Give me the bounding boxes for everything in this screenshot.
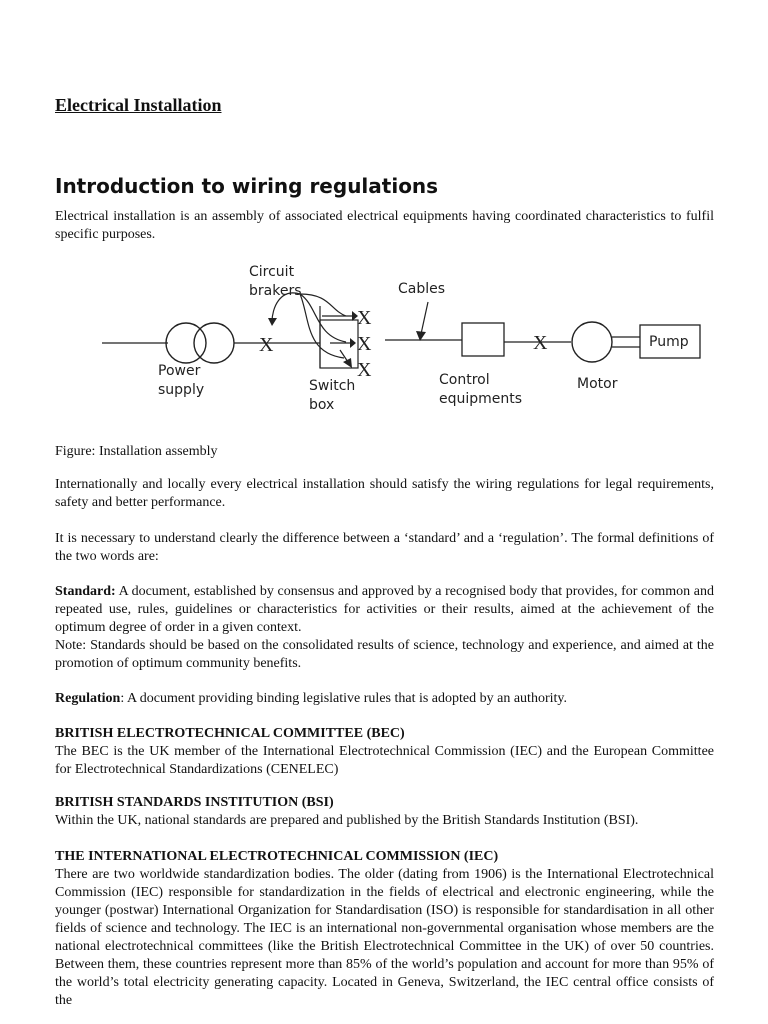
- circuit-breakers-label-2: brakers: [249, 283, 302, 299]
- breaker-mark-motor: X: [533, 332, 548, 354]
- difference-paragraph: It is necessary to understand clearly th…: [55, 531, 714, 564]
- bec-heading: BRITISH ELECTROTECHNICAL COMMITTEE (BEC): [55, 726, 405, 741]
- document-title: Electrical Installation: [55, 95, 222, 115]
- cables-label: Cables: [398, 281, 445, 297]
- bsi-section: BRITISH STANDARDS INSTITUTION (BSI) With…: [55, 794, 714, 830]
- regulation-paragraph: Regulation: A document providing binding…: [55, 690, 714, 708]
- breaker-mark-2: X: [357, 333, 372, 355]
- standard-note: Note: Standards should be based on the c…: [55, 638, 714, 671]
- pointer-arrowhead-1: [268, 318, 277, 326]
- standard-paragraph: Standard: A document, established by con…: [55, 583, 714, 637]
- regulation-text: : A document providing binding legislati…: [120, 691, 567, 706]
- figure-caption: Figure: Installation assembly: [55, 444, 218, 459]
- pump-box: [639, 324, 701, 359]
- arrow-3: [343, 358, 352, 368]
- motor-label: Motor: [577, 376, 618, 392]
- bec-section: BRITISH ELECTROTECHNICAL COMMITTEE (BEC)…: [55, 725, 714, 779]
- power-supply-label-2: supply: [158, 382, 204, 398]
- regulation-term: Regulation: [55, 691, 121, 706]
- outgoing-line-3: [339, 349, 349, 363]
- control-equipment-box: [461, 322, 505, 357]
- installation-diagram: X X X X X Pump Circu: [102, 264, 701, 413]
- circuit-breakers-label-1: Circuit: [249, 264, 295, 280]
- iec-heading: THE INTERNATIONAL ELECTROTECHNICAL COMMI…: [55, 849, 499, 864]
- section-heading: Introduction to wiring regulations: [55, 174, 439, 198]
- bsi-text: Within the UK, national standards are pr…: [55, 813, 639, 828]
- breaker-mark-3: X: [357, 359, 372, 381]
- switch-box-label-2: box: [309, 397, 334, 413]
- bsi-heading: BRITISH STANDARDS INSTITUTION (BSI): [55, 795, 334, 810]
- switch-box-label-1: Switch: [309, 378, 355, 394]
- pointer-curve-4: [299, 293, 345, 359]
- standard-term: Standard:: [55, 584, 116, 599]
- standard-definition: Standard: A document, established by con…: [55, 583, 714, 673]
- control-equipment-label-2: equipments: [439, 391, 522, 407]
- iec-text: There are two worldwide standardization …: [55, 867, 714, 1008]
- control-equipment-label-1: Control: [439, 372, 490, 388]
- arrow-1: [352, 311, 358, 321]
- iec-section: THE INTERNATIONAL ELECTROTECHNICAL COMMI…: [55, 848, 714, 1010]
- pump-label: Pump: [649, 334, 689, 350]
- pointer-curve-2: [299, 293, 347, 317]
- power-supply-label-1: Power: [158, 363, 201, 379]
- transformer-coil-left: [165, 322, 207, 364]
- transformer-coil-right: [193, 322, 235, 364]
- motor-symbol: [571, 321, 613, 363]
- breaker-mark-1: X: [357, 307, 372, 329]
- pointer-curve-3: [299, 293, 347, 343]
- regulations-paragraph: Internationally and locally every electr…: [55, 477, 714, 510]
- intro-paragraph: Electrical installation is an assembly o…: [55, 209, 714, 242]
- bec-text: The BEC is the UK member of the Internat…: [55, 744, 714, 777]
- cables-arrowhead: [416, 331, 426, 341]
- breaker-mark-main: X: [259, 334, 274, 356]
- arrow-2: [350, 338, 356, 348]
- standard-text: A document, established by consensus and…: [55, 584, 714, 635]
- cables-pointer: [420, 301, 429, 335]
